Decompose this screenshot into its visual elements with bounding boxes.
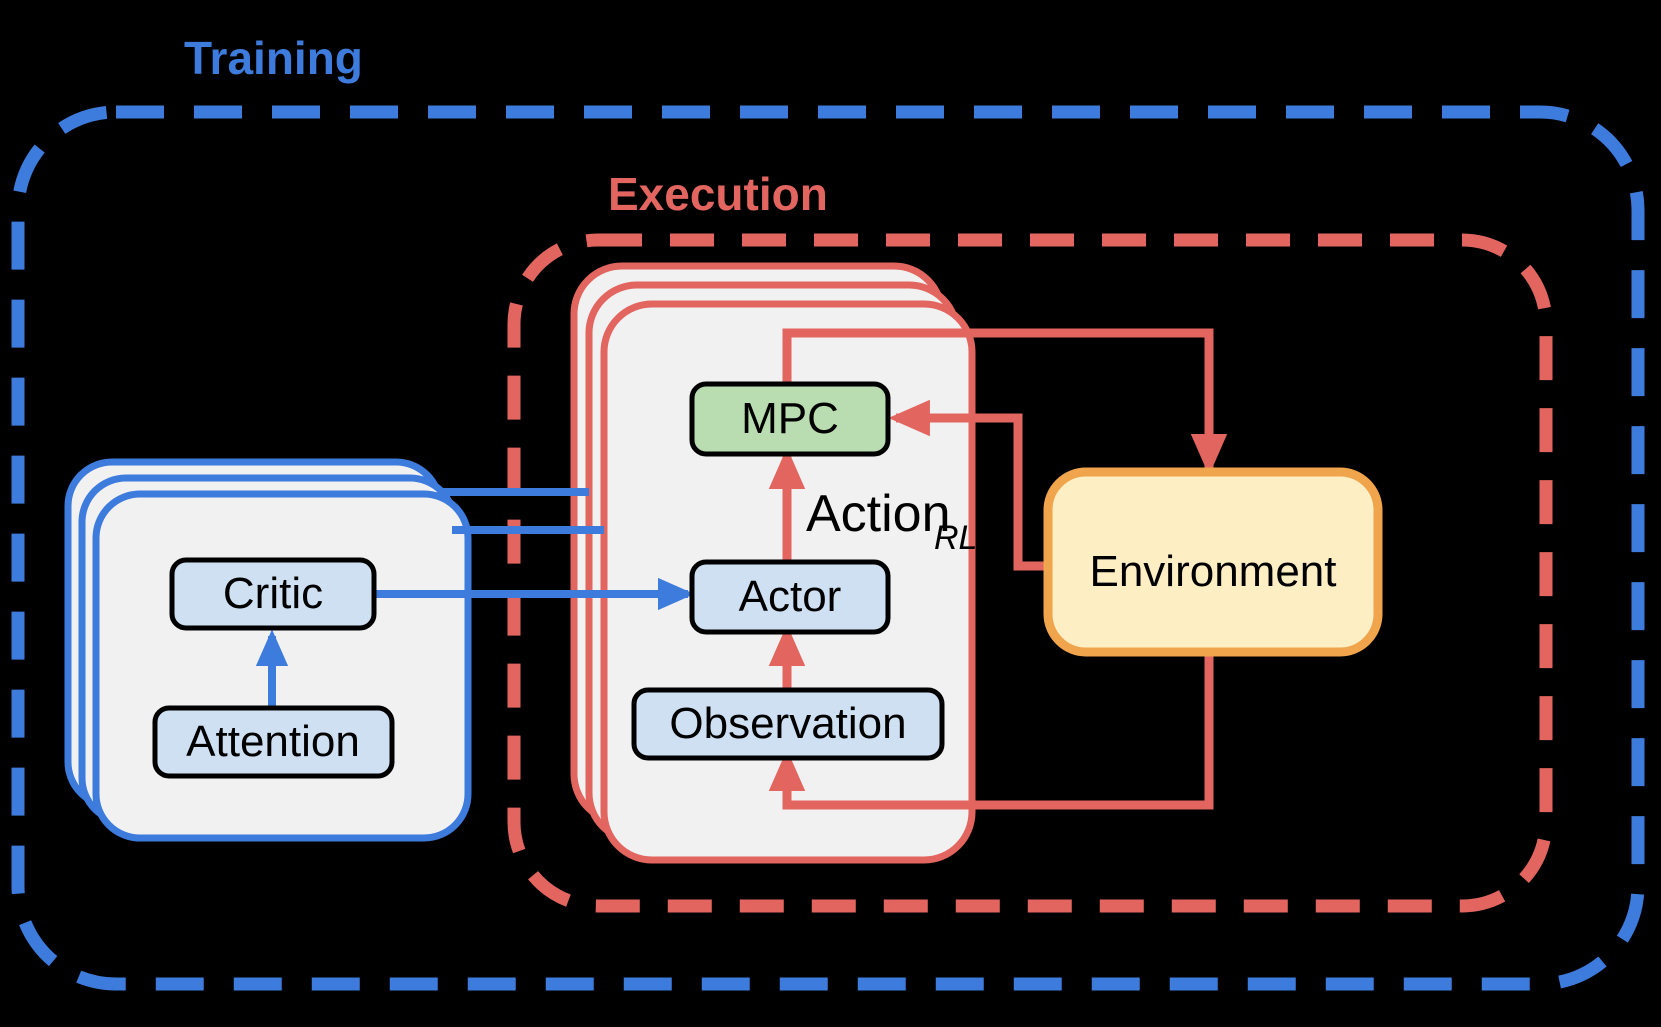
- node-environment-box[interactable]: [1043, 467, 1383, 657]
- edge-label-action-rl: Action RL: [806, 485, 977, 557]
- group-execution: Execution: [507, 168, 1553, 913]
- node-attention[interactable]: Attention: [152, 705, 395, 779]
- node-attention-box[interactable]: [152, 705, 395, 779]
- node-mpc-box[interactable]: [689, 381, 891, 457]
- training-dashed-border: [11, 105, 1645, 991]
- node-actor-box[interactable]: [689, 559, 891, 635]
- action-label-subscript: RL: [934, 519, 977, 557]
- training-card-front: [92, 490, 472, 842]
- node-observation-label: Observation: [669, 699, 906, 748]
- node-environment-label: Environment: [1089, 547, 1336, 596]
- node-critic-label: Critic: [223, 569, 323, 618]
- group-training: Training: [11, 32, 1645, 991]
- node-critic-box[interactable]: [169, 557, 377, 631]
- node-mpc[interactable]: MPC: [689, 381, 891, 457]
- action-label-text: Action: [806, 485, 951, 543]
- edge-environment-to-observation: [768, 652, 1214, 810]
- edge-mpc-to-environment: [782, 328, 1228, 476]
- training-to-execution-links: [437, 488, 604, 534]
- node-observation[interactable]: Observation: [631, 687, 945, 761]
- node-observation-box[interactable]: [631, 687, 945, 761]
- node-mpc-label: MPC: [741, 394, 839, 443]
- node-attention-label: Attention: [186, 717, 360, 766]
- execution-dashed-border: [507, 233, 1553, 913]
- node-actor[interactable]: Actor: [689, 559, 891, 635]
- node-critic[interactable]: Critic: [169, 557, 377, 631]
- edge-environment-to-mpc: [888, 399, 1048, 571]
- node-environment[interactable]: Environment: [1043, 467, 1383, 657]
- node-actor-label: Actor: [739, 572, 842, 621]
- execution-group-label: Execution: [608, 168, 828, 220]
- training-group-label: Training: [184, 32, 363, 84]
